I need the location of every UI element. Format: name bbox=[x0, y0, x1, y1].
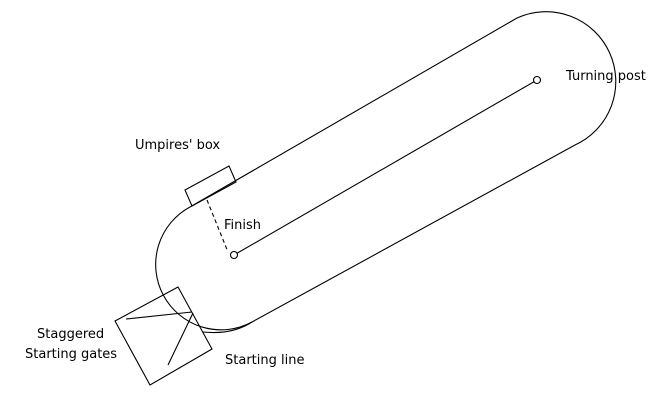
starting-line bbox=[202, 321, 253, 334]
staggered-label: Staggered bbox=[37, 327, 104, 342]
finish-post-marker bbox=[229, 250, 239, 260]
staggered-starting-gates bbox=[114, 286, 213, 386]
gate-divider-1 bbox=[125, 311, 193, 320]
track-outline bbox=[155, 11, 617, 331]
finish-label: Finish bbox=[224, 218, 261, 233]
finish-line bbox=[206, 199, 229, 253]
turning-post-marker bbox=[532, 75, 542, 85]
starting-line-label: Starting line bbox=[225, 353, 304, 368]
starting-gates-label: Starting gates bbox=[25, 347, 117, 362]
centre-rail bbox=[233, 79, 538, 256]
turning-post-label: Turning post bbox=[565, 69, 646, 84]
umpires-box-label: Umpires' box bbox=[135, 138, 220, 153]
umpires-box bbox=[184, 165, 237, 207]
gate-divider-2 bbox=[167, 312, 194, 366]
